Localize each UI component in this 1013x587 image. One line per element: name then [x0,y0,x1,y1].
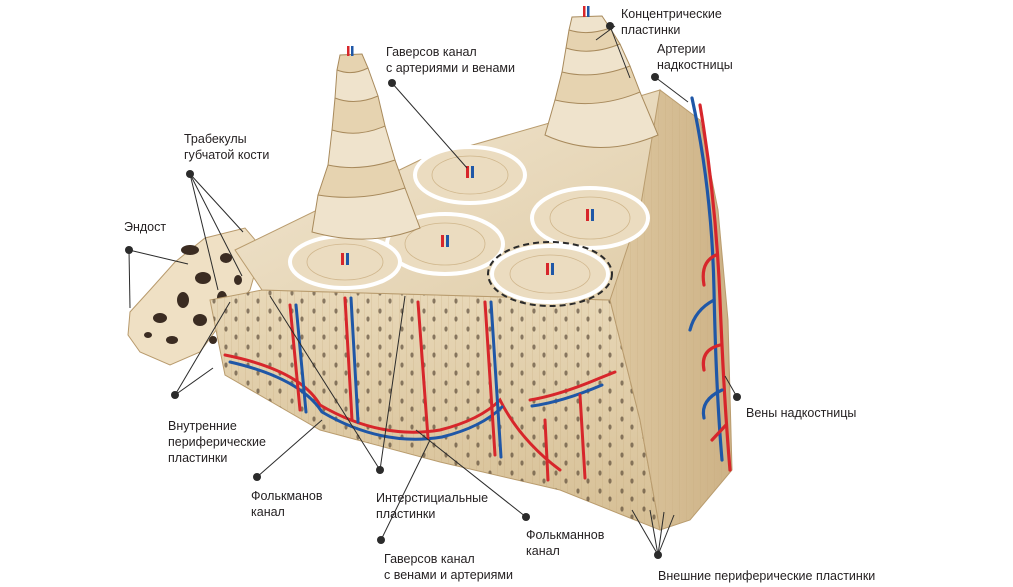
label-line: Внутренние [168,419,237,433]
label-line: Концентрические [621,7,722,21]
label-line: пластинки [376,507,436,521]
label-line: канал [526,544,560,558]
label-inner-lamellae: Внутренние периферические пластинки [168,418,266,466]
label-line: канал [251,505,285,519]
periosteum-vessels [688,96,732,472]
volkmann-vessels [223,296,617,482]
label-line: с артериями и венами [386,61,515,75]
osteon-tower-left [311,46,421,240]
label-line: пластинки [621,23,681,37]
label-concentric-lamellae: Концентрические пластинки [621,6,722,38]
label-line: Фолькманов [251,489,323,503]
label-interstitial-lamellae: Интерстициальные пластинки [376,490,488,522]
label-periosteum-arteries: Артерии надкостницы [657,41,733,73]
label-haversian-canal-top: Гаверсов канал с артериями и венами [386,44,515,76]
label-volkmann-canal-right: Фолькманнов канал [526,527,604,559]
label-line: с венами и артериями [384,568,513,582]
label-line: Эндост [124,220,167,234]
label-line: Артерии [657,42,706,56]
label-trabeculae: Трабекулы губчатой кости [184,131,269,163]
label-line: Гаверсов канал [386,45,477,59]
label-volkmann-canal-left: Фолькманов канал [251,488,323,520]
label-line: губчатой кости [184,148,270,162]
label-line: пластинки [168,451,228,465]
osteon-tower-right [544,6,659,148]
label-line: Трабекулы [184,132,247,146]
label-line: Внешние периферические пластинки [658,569,876,583]
label-line: Интерстициальные [376,491,489,505]
osteons [288,145,650,304]
label-line: надкостницы [657,58,733,72]
label-line: Вены надкостницы [746,406,857,420]
label-periosteum-veins: Вены надкостницы [746,405,856,421]
leader-dots [125,22,741,559]
label-outer-lamellae: Внешние периферические пластинки [658,568,875,584]
leader-lines [128,25,738,556]
label-line: периферические [168,435,266,449]
label-endosteum: Эндост [124,219,166,235]
label-line: Фолькманнов [526,528,605,542]
haversian-canals [341,166,594,275]
label-line: Гаверсов канал [384,552,475,566]
label-haversian-canal-bottom: Гаверсов канал с венами и артериями [384,551,513,583]
